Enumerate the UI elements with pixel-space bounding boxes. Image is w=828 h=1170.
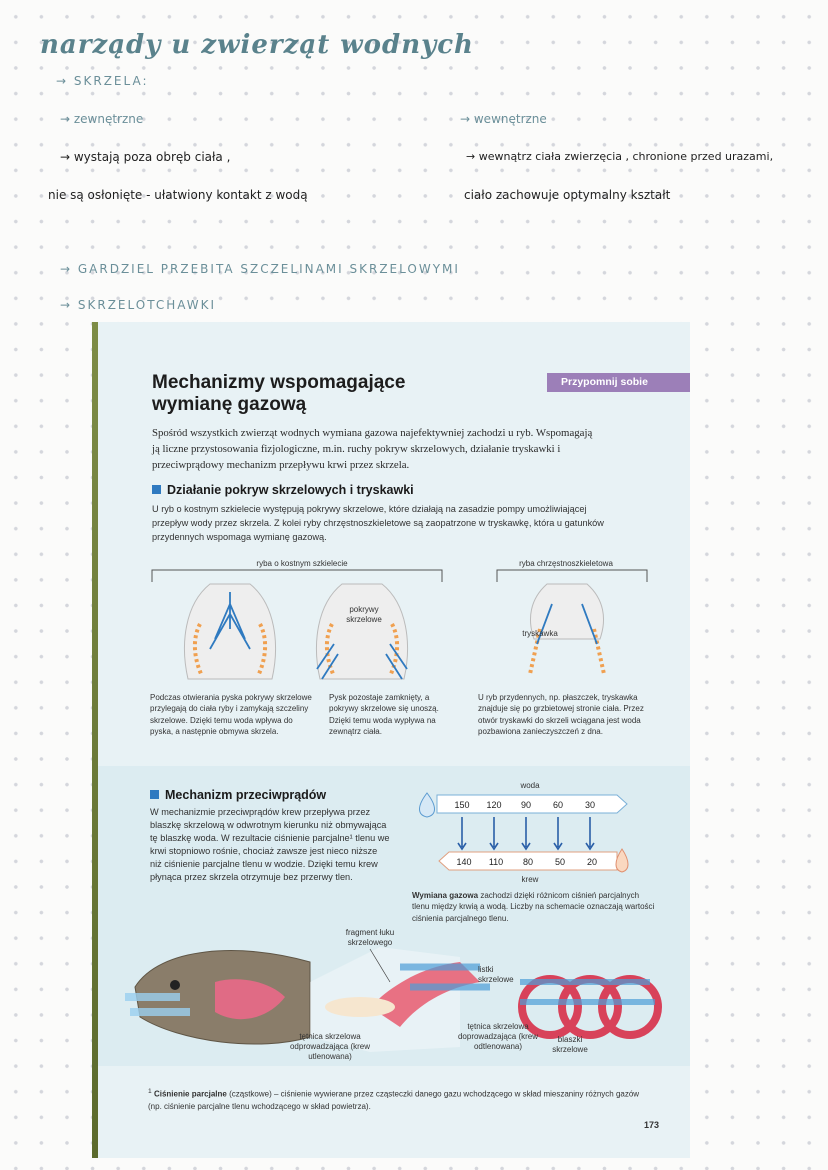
label-spiracle: tryskawka	[522, 629, 558, 638]
bracket-bony	[151, 569, 443, 582]
fish-head-open	[183, 583, 277, 680]
water-value: 90	[521, 800, 531, 810]
section2-text: W mechanizmie przeciwprądów krew przepły…	[150, 807, 390, 882]
diffusion-arrow	[553, 817, 563, 851]
label-bony: ryba o kostnym szkielecie	[256, 559, 348, 568]
water-value: 30	[585, 800, 595, 810]
reminder-tag: Przypomnij sobie	[547, 373, 690, 392]
note-wewn-line2: ciało zachowuje optymalny kształt	[464, 188, 671, 202]
book-spine	[92, 322, 98, 1158]
note-gardziel: → GARDZIEL PRZEBITA SZCZELINAMI SKRZELOW…	[60, 262, 460, 276]
blood-values: 140 110 80 50 20	[456, 857, 597, 867]
section1-heading: Działanie pokryw skrzelowych i tryskawki	[152, 483, 414, 497]
water-value: 60	[553, 800, 563, 810]
cartilage-support	[325, 997, 395, 1017]
blood-value: 140	[456, 857, 471, 867]
label-cartilage: ryba chrzęstnoszkieletowa	[519, 559, 613, 568]
note-skrzela: → SKRZELA:	[56, 74, 149, 88]
diffusion-arrow	[457, 817, 467, 851]
blood-drop-icon	[615, 848, 629, 873]
caption-closed: Pysk pozostaje zamknięty, a pokrywy skrz…	[329, 693, 439, 737]
blood-value: 80	[523, 857, 533, 867]
intro-text: Spośród wszystkich zwierząt wodnych wymi…	[152, 427, 593, 471]
water-value: 150	[454, 800, 469, 810]
note-zewn-line1: → wystają poza obręb ciała ,	[60, 150, 231, 164]
diffusion-arrow	[585, 817, 595, 851]
page-heading: Mechanizmy wspomagające wymianę gazową	[152, 372, 406, 415]
note-zewnetrzne: → zewnętrzne	[60, 112, 144, 126]
water-values: 150 120 90 60 30	[454, 800, 595, 810]
page-number: 173	[644, 1120, 660, 1130]
note-zewn-line2: nie są osłonięte - ułatwiony kontakt z w…	[48, 188, 308, 202]
water-band	[436, 794, 628, 814]
section2-heading: Mechanizm przeciwprądów	[150, 788, 326, 802]
gill-cover-diagrams: ryba o kostnym szkielecie ryba chrzęstno…	[151, 556, 648, 680]
note-wewnetrzne: → wewnętrzne	[460, 112, 547, 126]
notes-title: narządy u zwierząt wodnych	[40, 30, 474, 60]
section-marker-icon	[150, 790, 159, 799]
caption-ray: U ryb przydennych, np. płaszczek, tryska…	[478, 693, 644, 737]
fish-gills	[215, 979, 285, 1020]
section1-text: U ryb o kostnym szkielecie występują pok…	[152, 504, 604, 542]
footnote: 1 Ciśnienie parcjalne (cząstkowe) – ciśn…	[148, 1088, 640, 1111]
blood-value: 50	[555, 857, 565, 867]
water-drop-icon	[419, 792, 435, 818]
countercurrent-diagram: woda 150 120 90 60 30 140 110 80 50 20 krew	[419, 781, 629, 884]
section-marker-icon	[152, 485, 161, 494]
note-skrzelotchawki: → SKRZELOTCHAWKI	[60, 298, 217, 312]
bracket-cartilage	[496, 569, 648, 582]
exchange-caption: Wymiana gazowa zachodzi dzięki różnicom …	[412, 891, 655, 923]
label-water: woda	[519, 781, 540, 790]
note-wewn-line1: → wewnątrz ciała zwierzęcia , chronione …	[466, 150, 774, 163]
diffusion-arrow	[489, 817, 499, 851]
blood-value: 20	[587, 857, 597, 867]
ray-head	[528, 583, 606, 675]
diffusion-arrow	[521, 817, 531, 851]
water-value: 120	[486, 800, 501, 810]
textbook-page: Mechanizmy wspomagające wymianę gazową P…	[92, 322, 690, 1158]
exchange-arrows	[457, 817, 595, 851]
gill-arch-fragment	[370, 962, 480, 1027]
fish-head-closed	[315, 583, 409, 680]
fish-eye	[170, 980, 180, 990]
caption-open: Podczas otwierania pyska pokrywy skrzelo…	[150, 693, 312, 737]
blood-value: 110	[489, 857, 503, 867]
lamellae	[518, 975, 662, 1039]
label-blood: krew	[522, 875, 539, 884]
